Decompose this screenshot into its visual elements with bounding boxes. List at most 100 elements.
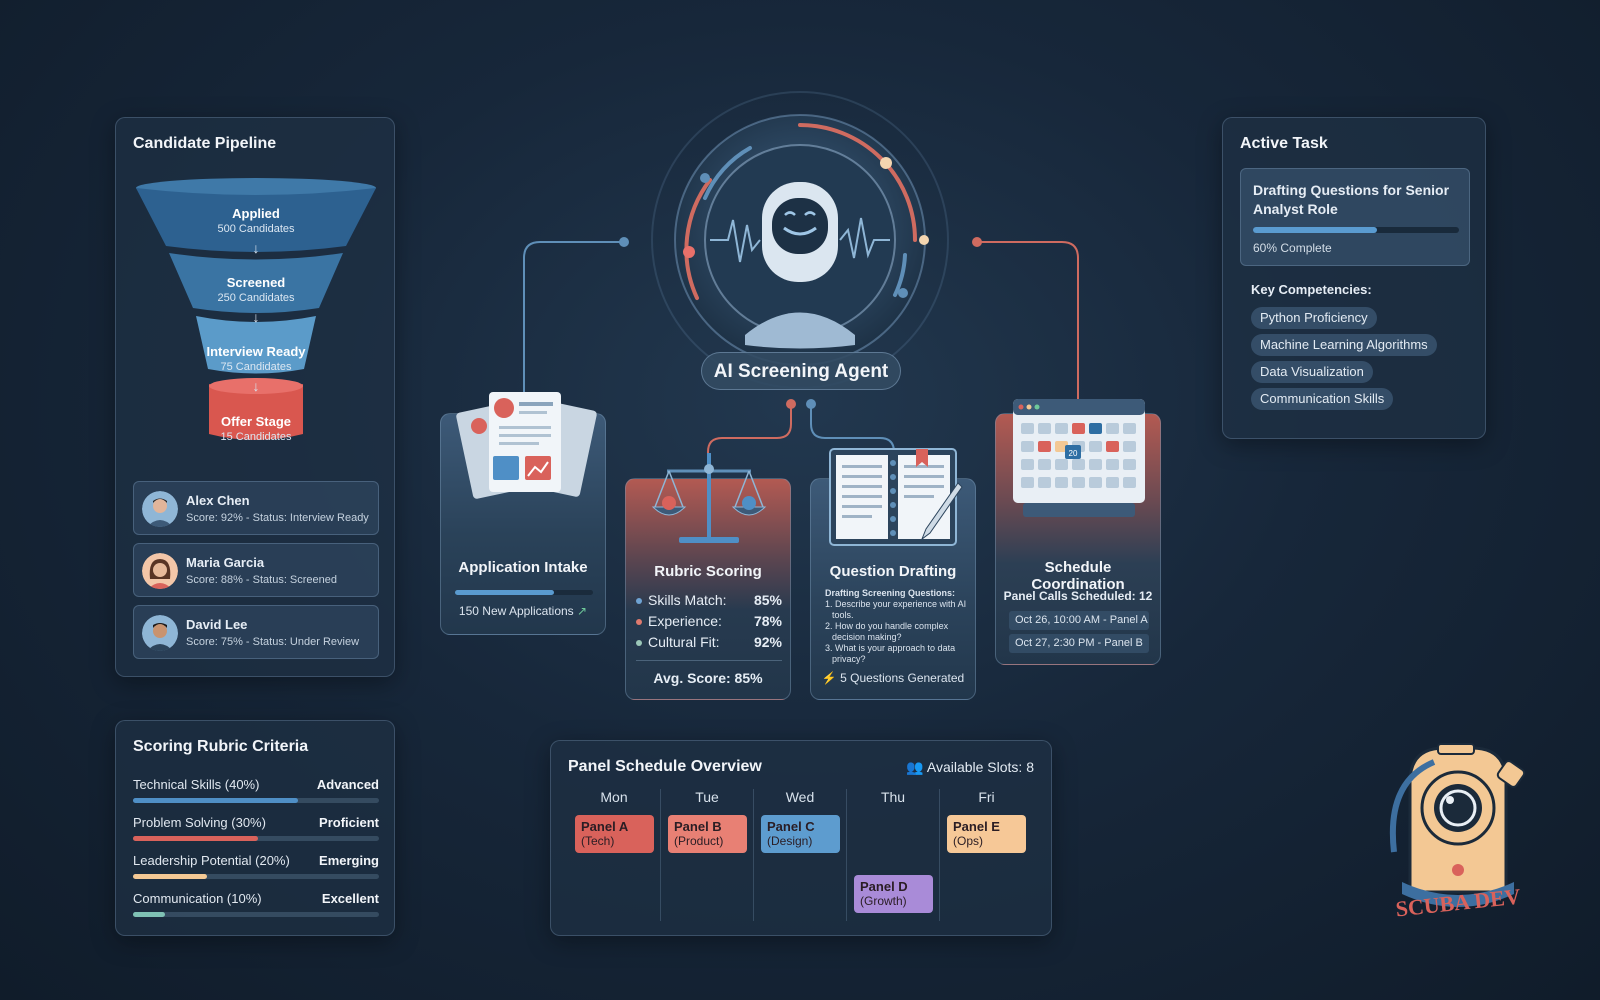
- pipeline-title: Candidate Pipeline: [133, 135, 277, 152]
- application-intake-card[interactable]: Application Intake 150 New Applications …: [440, 392, 606, 635]
- scoring-rubric-panel: Scoring Rubric Criteria Technical Skills…: [115, 720, 395, 936]
- score-value: 78%: [753, 613, 782, 629]
- rubric-scoring-card[interactable]: Rubric Scoring Skills Match: 85% Experie…: [625, 453, 791, 700]
- draft-line: privacy?: [832, 654, 866, 664]
- criterion-bar: [133, 874, 379, 879]
- funnel-stage-screened[interactable]: Screened 250 Candidates: [196, 269, 316, 309]
- criterion-label: Technical Skills (40%): [133, 777, 260, 792]
- day-name: Fri: [978, 789, 995, 805]
- competency-chip[interactable]: Communication Skills: [1251, 388, 1394, 410]
- module-title: Schedule Coordination: [1031, 559, 1125, 593]
- schedule-block-panel-d[interactable]: Panel D (Growth): [854, 875, 933, 913]
- task-progress-text: 60% Complete: [1253, 241, 1332, 255]
- criterion-bar: [133, 912, 379, 917]
- criterion-level: Excellent: [321, 891, 379, 906]
- competency-chip[interactable]: Data Visualization: [1251, 361, 1373, 383]
- calendar-cell: [1089, 459, 1102, 470]
- candidate-card[interactable]: Maria Garcia Score: 88% - Status: Screen…: [133, 543, 379, 597]
- calendar-day: 20: [1069, 449, 1078, 458]
- stage-count: 15 Candidates: [220, 430, 292, 443]
- criterion-row: Communication (10%) Excellent: [133, 891, 379, 921]
- scheduled-slot[interactable]: Oct 27, 2:30 PM - Panel B: [1009, 634, 1149, 653]
- calendar-cell: [1055, 459, 1068, 470]
- stage-name: Interview Ready: [206, 343, 306, 359]
- question-drafting-card[interactable]: Question Drafting Drafting Screening Que…: [810, 448, 976, 700]
- draft-line: decision making?: [832, 632, 902, 642]
- funnel-stage-interview-ready[interactable]: Interview Ready 75 Candidates: [196, 338, 316, 378]
- criterion-label: Problem Solving (30%): [133, 815, 266, 830]
- block-sub: (Design): [767, 834, 813, 848]
- ai-agent-label[interactable]: AI Screening Agent: [701, 352, 901, 390]
- calendar-cell: [1106, 423, 1119, 434]
- rubric-title: Scoring Rubric Criteria: [133, 738, 309, 755]
- block-name: Panel B: [674, 819, 722, 834]
- calendar-cell: [1089, 423, 1102, 434]
- ai-agent-avatar-icon[interactable]: [650, 90, 950, 390]
- scheduled-slot[interactable]: Oct 26, 10:00 AM - Panel A: [1009, 611, 1149, 630]
- down-arrow-icon: ↓: [252, 309, 260, 325]
- candidate-info: Score: 88% - Status: Screened: [186, 574, 338, 586]
- criterion-fill: [133, 798, 298, 803]
- stage-count: 500 Candidates: [217, 222, 295, 235]
- task-progress-bar: [1253, 227, 1459, 233]
- block-name: Panel D: [860, 879, 908, 894]
- bullet-icon: [636, 640, 642, 647]
- criterion-bar: [133, 798, 379, 803]
- day-name: Wed: [785, 789, 815, 805]
- average-score: Avg. Score: 85%: [653, 670, 763, 686]
- intake-stat: 150 New Applications: [458, 604, 574, 618]
- schedule-block-panel-e[interactable]: Panel E (Ops): [947, 815, 1026, 853]
- calendar-cell: [1021, 459, 1034, 470]
- score-row: Skills Match: 85%: [636, 592, 782, 608]
- trend-up-icon: ↗: [577, 604, 588, 618]
- overview-title: Panel Schedule Overview: [568, 758, 762, 775]
- schedule-block-panel-c[interactable]: Panel C (Design): [761, 815, 840, 853]
- score-value: 92%: [753, 634, 782, 650]
- draft-line: 1. Describe your experience with AI: [825, 599, 967, 609]
- candidate-pipeline-panel: Candidate Pipeline Applied 500 Candidate…: [115, 117, 395, 677]
- candidate-name: Alex Chen: [186, 493, 250, 508]
- criterion-row: Leadership Potential (20%) Emerging: [133, 853, 379, 883]
- score-label: Experience:: [648, 613, 722, 629]
- candidate-card[interactable]: David Lee Score: 75% - Status: Under Rev…: [133, 605, 379, 659]
- criterion-row: Problem Solving (30%) Proficient: [133, 815, 379, 845]
- candidate-card[interactable]: Alex Chen Score: 92% - Status: Interview…: [133, 481, 379, 535]
- available-slots-text: Available Slots: 8: [926, 759, 1034, 775]
- schedule-block-panel-b[interactable]: Panel B (Product): [668, 815, 747, 853]
- criterion-fill: [133, 836, 259, 841]
- funnel-stage-applied[interactable]: Applied 500 Candidates: [176, 200, 336, 240]
- criterion-level: Emerging: [319, 853, 379, 868]
- calendar-cell: [1123, 423, 1136, 434]
- calendar-cell: [1123, 459, 1136, 470]
- active-task-panel: Active Task Drafting Questions for Senio…: [1222, 117, 1486, 439]
- draft-line: tools.: [832, 610, 854, 620]
- block-name: Panel A: [581, 819, 629, 834]
- task-card[interactable]: Drafting Questions for Senior Analyst Ro…: [1240, 168, 1470, 266]
- candidate-name: Maria Garcia: [186, 555, 265, 570]
- avatar: [142, 615, 178, 651]
- funnel-stage-offer[interactable]: Offer Stage 15 Candidates: [196, 408, 316, 448]
- competency-chip[interactable]: Machine Learning Algorithms: [1251, 334, 1437, 356]
- documents-icon: [456, 392, 597, 499]
- day-column-wed: Wed Panel C (Design): [754, 789, 847, 921]
- module-title: Question Drafting: [829, 563, 957, 580]
- day-column-thu: Thu Panel D (Growth): [847, 789, 940, 921]
- score-label: Skills Match:: [648, 592, 727, 608]
- calendar-cell: [1038, 477, 1051, 488]
- intake-progress-bar: [455, 590, 593, 595]
- competency-chip[interactable]: Python Proficiency: [1251, 307, 1377, 329]
- schedule-stat: Panel Calls Scheduled: 12: [1003, 589, 1153, 603]
- schedule-coordination-card[interactable]: 20 Schedule Coordination Panel Calls Sch…: [995, 399, 1161, 665]
- score-row: Cultural Fit: 92%: [636, 634, 782, 650]
- down-arrow-icon: ↓: [252, 378, 260, 394]
- calendar-cell: [1089, 441, 1102, 452]
- calendar-cell: [1038, 423, 1051, 434]
- intake-progress-fill: [455, 590, 555, 595]
- criterion-level: Advanced: [316, 777, 379, 792]
- candidate-info: Score: 92% - Status: Interview Ready: [186, 512, 369, 524]
- module-title: Rubric Scoring: [654, 563, 762, 580]
- bullet-icon: [636, 598, 642, 605]
- criterion-fill: [133, 912, 165, 917]
- day-column-tue: Tue Panel B (Product): [661, 789, 754, 921]
- schedule-block-panel-a[interactable]: Panel A (Tech): [575, 815, 654, 853]
